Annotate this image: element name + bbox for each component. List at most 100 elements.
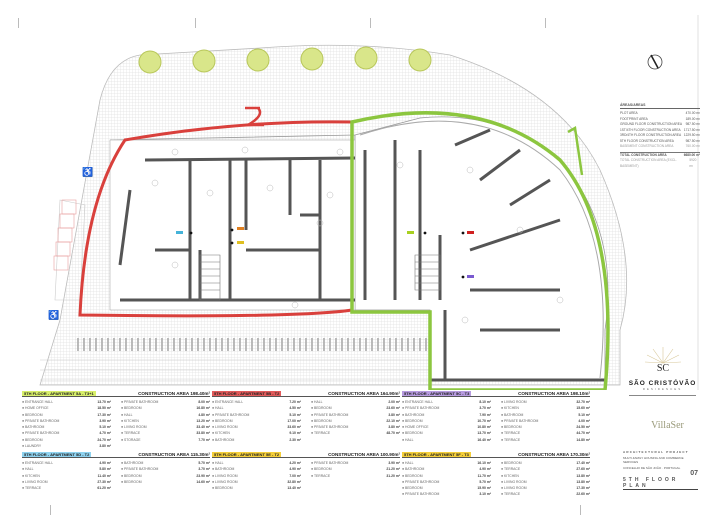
crop-mark: [580, 505, 581, 515]
accessibility-icon: ♿: [48, 309, 59, 320]
brand-block: SC SÃO CRISTÓVÃO RESIDENCES: [625, 345, 700, 400]
apartment-schedule: 5TH FLOOR - APARTMENT 5D - T2 CONSTRUCTIO…: [22, 449, 210, 491]
apartment-schedule: 5TH FLOOR - APARTMENT 5C - T3 CONSTRUCTIO…: [402, 388, 590, 443]
construction-area: CONSTRUCTION AREA 115.30m²: [138, 452, 210, 457]
construction-area: CONSTRUCTION AREA 198.40m²: [138, 391, 210, 396]
zone-2-label: [243, 106, 264, 127]
crop-mark: [50, 505, 51, 515]
title-block: ARCHITECTURAL PROJECT MULTI-FAMILY HOUSI…: [623, 448, 698, 492]
brand-name: SÃO CRISTÓVÃO: [628, 380, 697, 387]
apartment-label: 5TH FLOOR - APARTMENT 5C - T3: [402, 391, 472, 396]
parking-bays: [53, 199, 77, 271]
construction-area: CONSTRUCTION AREA 100.90m²: [328, 452, 400, 457]
project-type: ARCHITECTURAL PROJECT: [623, 450, 689, 454]
walls: [118, 128, 605, 382]
construction-area: CONSTRUCTION AREA 198.10m²: [518, 391, 590, 396]
zone-2-outline: [78, 120, 354, 318]
svg-text:SC: SC: [656, 363, 669, 373]
accessibility-icon: ♿: [82, 166, 93, 177]
parking-stripes: [75, 337, 435, 351]
sheet-title: 5TH FLOOR PLAN: [623, 477, 698, 490]
construction-area: CONSTRUCTION AREA 170.30m²: [518, 452, 590, 457]
apartment-label: 5TH FLOOR - APARTMENT 5D - T2: [22, 452, 92, 457]
trees: [138, 46, 432, 74]
brand-subtitle: RESIDENCES: [642, 387, 683, 391]
apartment-label: 5TH FLOOR - APARTMENT 5A - T3+1: [22, 391, 96, 396]
sunburst-logo-icon: SC: [644, 347, 681, 374]
crop-mark: [195, 18, 196, 28]
apartment-schedule: 5TH FLOOR - APARTMENT 5A - T3+1 CONSTRUCT…: [22, 388, 210, 449]
project-location: CONCELHO DE SÃO JOÃO · PORTUGAL: [623, 466, 681, 470]
crop-mark: [18, 18, 19, 28]
north-arrow-icon: [647, 54, 663, 70]
zone-1-outline: [350, 111, 610, 390]
project-name: MULTI-FAMILY HOUSING AND COMMERCE SERVIC…: [623, 456, 684, 464]
partner-logo: VillaSer: [651, 420, 684, 431]
crop-mark: [370, 18, 371, 28]
legend-title: ÁREAS/AREAS: [620, 103, 700, 109]
